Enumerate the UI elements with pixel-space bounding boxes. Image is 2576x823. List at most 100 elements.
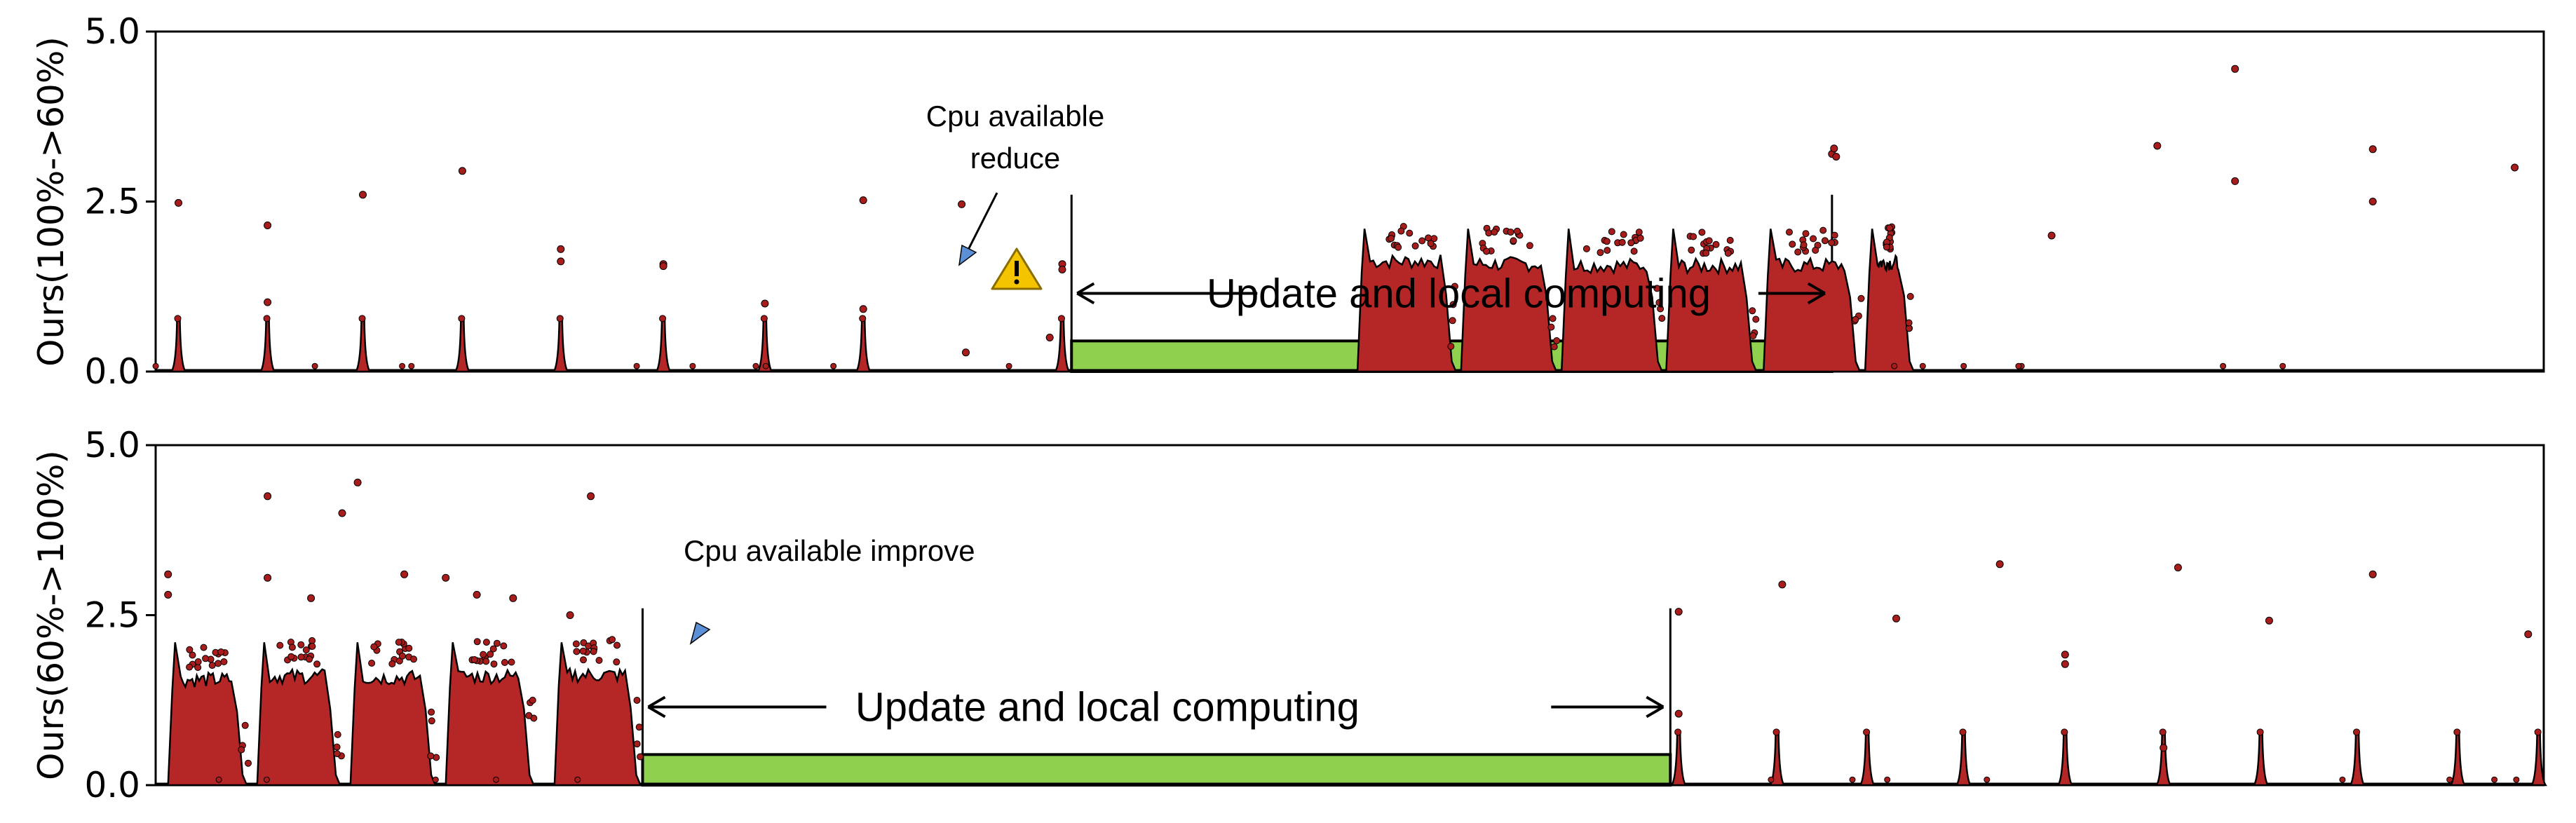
baseline-point [2279, 362, 2286, 369]
data-point [1603, 238, 1611, 245]
y-tick-label: 5.0 [84, 425, 140, 465]
cpu-improve-label: Cpu available improve [684, 534, 975, 567]
data-point [1674, 728, 1682, 736]
data-point [1658, 315, 1666, 322]
data-point [427, 752, 435, 760]
data-point [1507, 229, 1514, 236]
outlier-point [2368, 145, 2377, 154]
data-point [659, 315, 667, 322]
busy-block [1864, 229, 1916, 373]
busy-block [1460, 229, 1558, 373]
idle-spike [2155, 731, 2173, 787]
data-point [633, 740, 641, 748]
data-point [220, 658, 228, 665]
baseline-point [830, 362, 837, 369]
baseline-point [762, 362, 769, 369]
data-point [1690, 233, 1697, 240]
outlier-point [2265, 616, 2273, 625]
arrow-head-left [647, 695, 666, 719]
data-point [1483, 247, 1491, 255]
outlier-point [2160, 744, 2168, 752]
outlier-point [859, 305, 867, 313]
outlier-point [264, 298, 272, 306]
data-point [2453, 728, 2461, 736]
data-point [288, 644, 296, 651]
baseline-point [1768, 776, 1775, 783]
data-point [1449, 301, 1457, 308]
outlier-point [264, 573, 272, 582]
outlier-point [2061, 660, 2069, 668]
outlier-point [1892, 614, 1900, 623]
outlier-point [1674, 709, 1683, 718]
data-point [1772, 728, 1780, 736]
idle-spike [453, 318, 471, 373]
outlier-point [359, 191, 367, 199]
y-tick-label: 2.5 [84, 182, 140, 222]
data-point [395, 639, 402, 646]
busy-block [445, 642, 536, 787]
baseline-point [633, 362, 640, 369]
baseline-point [311, 362, 318, 369]
idle-spike [2056, 731, 2074, 787]
outlier-point [175, 198, 182, 207]
baseline-point [263, 776, 270, 783]
data-point [500, 642, 508, 650]
data-point [1712, 240, 1720, 248]
baseline-point [1984, 776, 1991, 783]
busy-block [1356, 229, 1458, 373]
idle-spike [2252, 731, 2270, 787]
cpu-reduce-label: Cpu available [926, 100, 1105, 132]
data-point [1526, 242, 1533, 250]
baseline-point [1919, 362, 1926, 369]
baseline-point [408, 362, 415, 369]
data-point [1724, 250, 1732, 257]
data-point [1789, 240, 1796, 248]
baseline-point [432, 776, 439, 783]
outlier-point [2047, 231, 2056, 240]
data-point [1653, 285, 1661, 292]
outlier-point [761, 299, 769, 308]
idle-spike [1955, 731, 1972, 787]
data-point [579, 647, 587, 655]
data-point [614, 641, 621, 649]
outlier-point [2368, 570, 2377, 578]
outlier-point [2524, 630, 2533, 639]
outlier-point [2231, 64, 2239, 73]
data-point [405, 644, 413, 652]
baseline-point [399, 362, 406, 369]
data-point [489, 645, 497, 653]
data-point [2159, 728, 2167, 736]
baseline-point [2513, 776, 2520, 783]
arrow-head-right [1646, 695, 1665, 719]
data-point [1451, 283, 1458, 290]
data-point [1491, 229, 1498, 236]
data-point [297, 653, 305, 661]
data-point [1395, 243, 1402, 251]
outlier-point [659, 262, 667, 271]
outlier-point [2231, 177, 2239, 185]
data-point [200, 644, 208, 651]
data-point [1863, 728, 1871, 736]
data-point [572, 640, 580, 648]
data-point [633, 697, 641, 704]
data-point [580, 656, 587, 664]
outlier-point [338, 509, 346, 517]
data-point [186, 663, 194, 671]
baseline-point [574, 776, 581, 783]
data-point [590, 648, 597, 655]
data-point [470, 656, 478, 663]
data-point [1411, 242, 1419, 250]
data-point [1597, 249, 1604, 257]
data-point [1688, 246, 1695, 254]
outlier-point [958, 200, 966, 208]
outlier-point [1045, 334, 1054, 341]
data-point [482, 639, 490, 646]
outlier-point [2511, 163, 2519, 172]
data-point [1852, 315, 1859, 323]
update-label: Update and local computing [855, 684, 1360, 730]
data-point [370, 643, 378, 651]
data-point [428, 708, 435, 716]
baseline-point [493, 776, 499, 783]
y-axis-label: Ours(60%->100%) [31, 450, 72, 780]
data-point [245, 759, 252, 767]
